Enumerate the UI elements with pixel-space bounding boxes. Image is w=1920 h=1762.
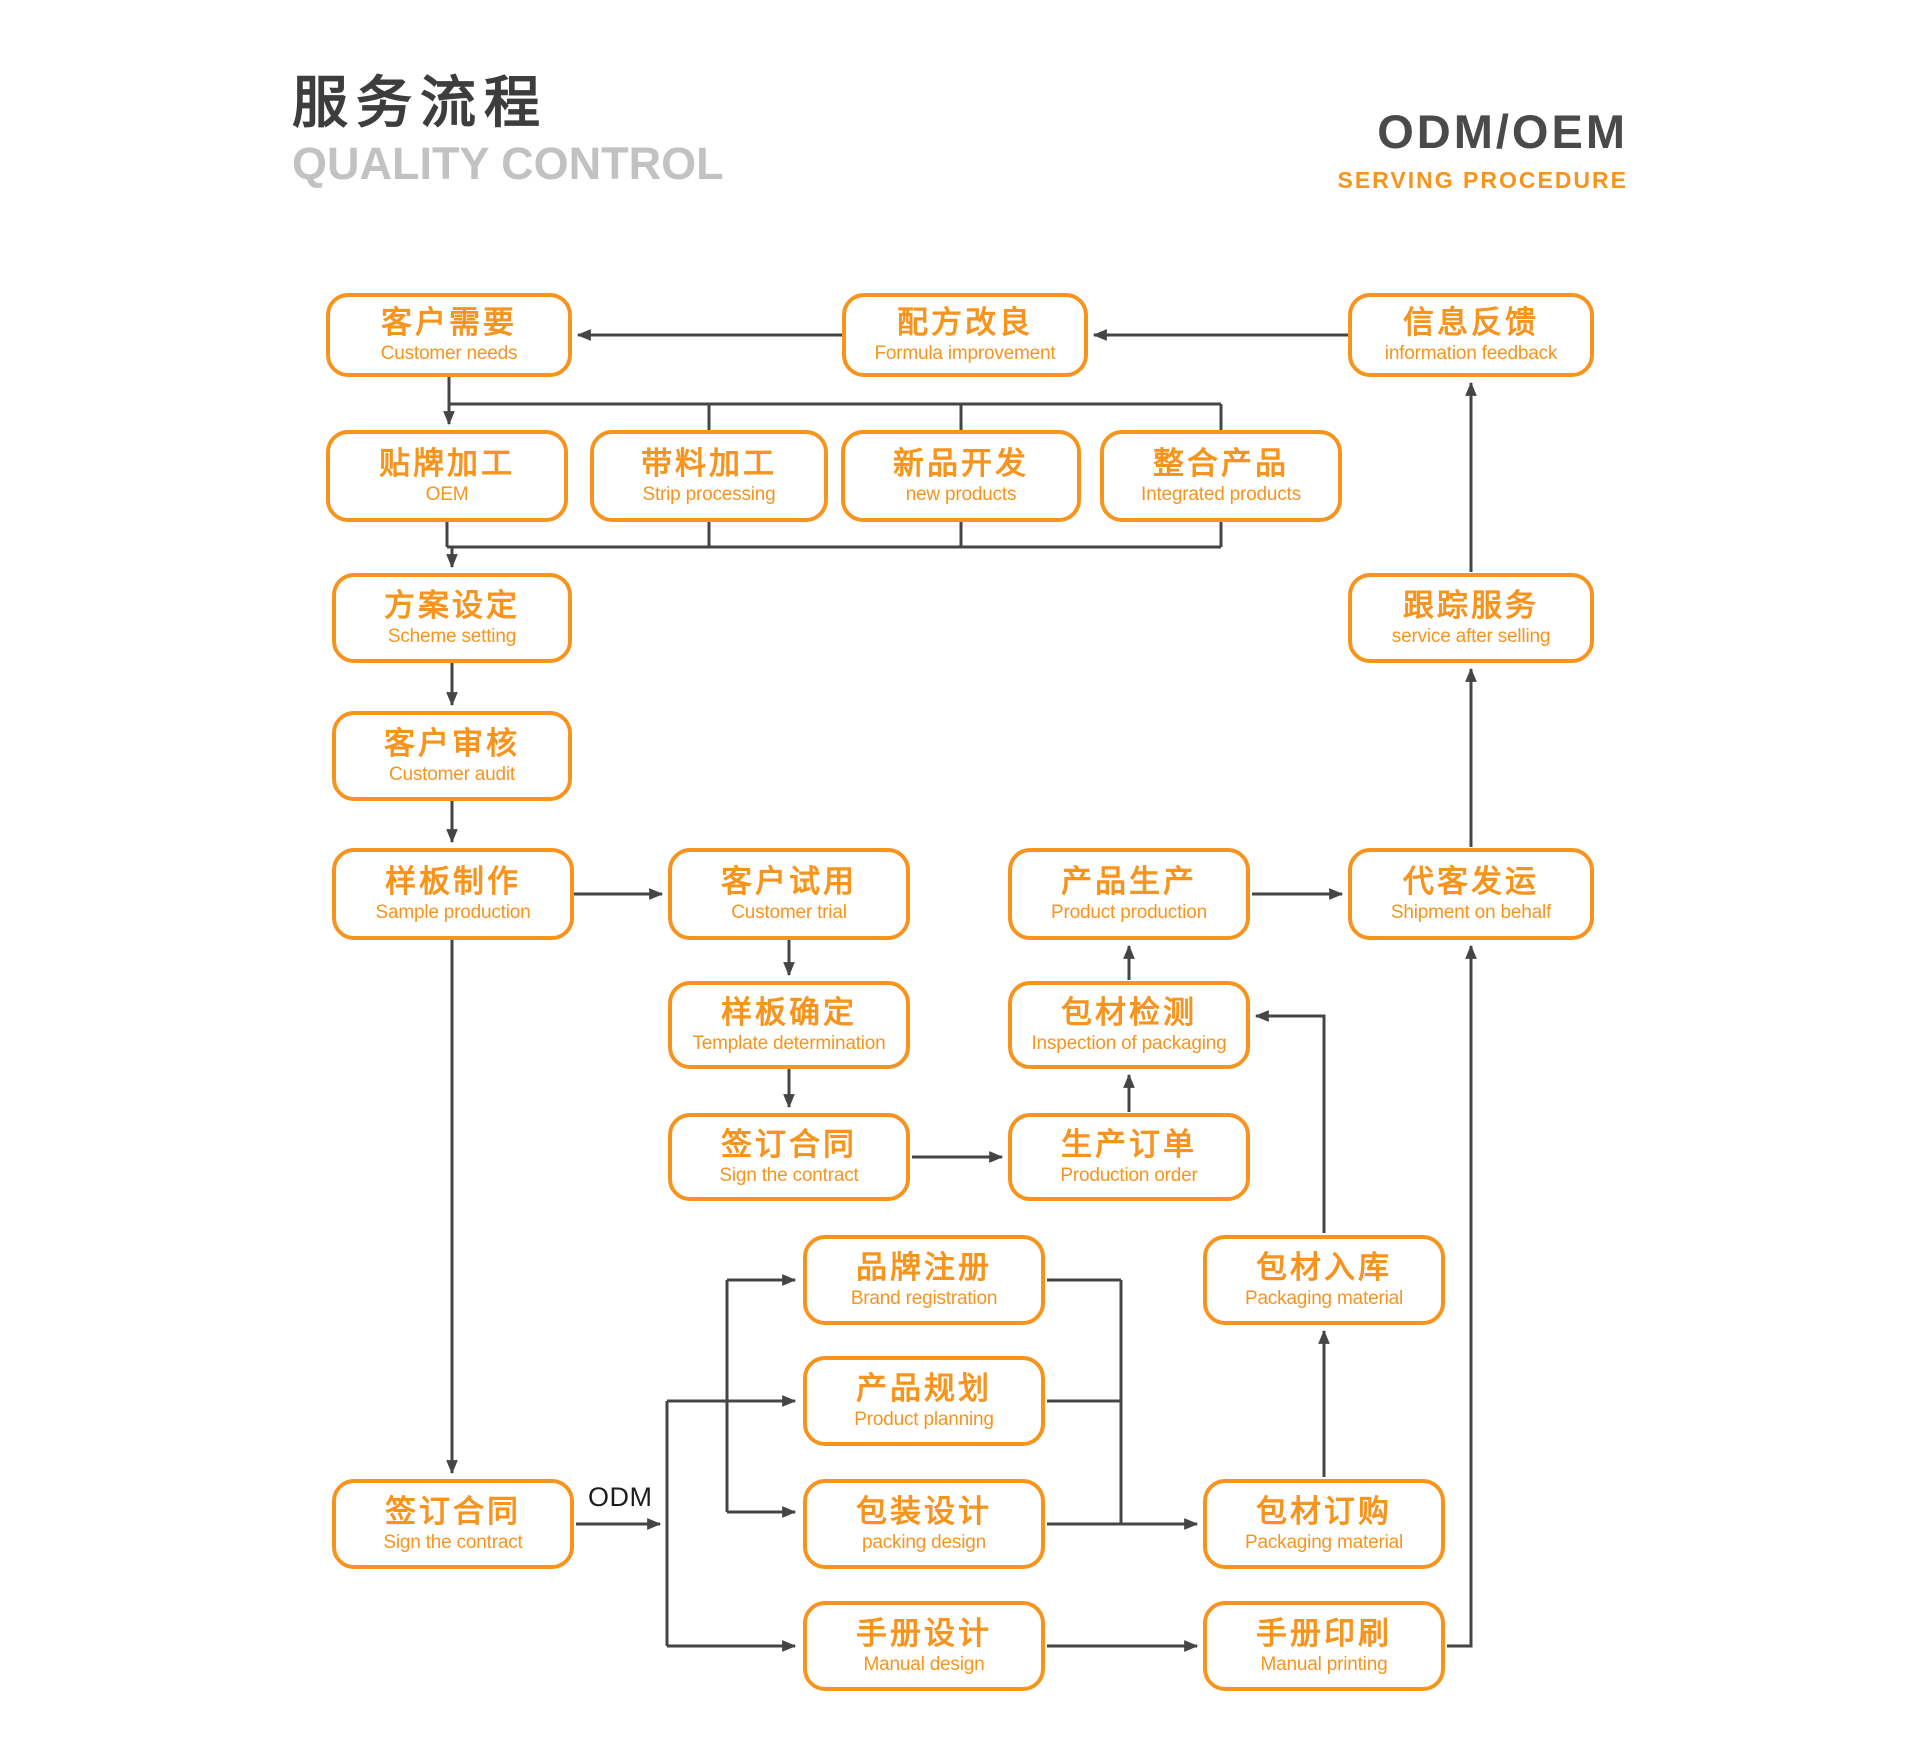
node-label-en: Product production (1051, 901, 1207, 923)
node-label-en: Sign the contract (383, 1531, 523, 1553)
node-label-zh: 方案设定 (384, 588, 520, 623)
node-label-en: Production order (1060, 1164, 1198, 1186)
connector-line-39 (1447, 944, 1477, 1648)
node-label-zh: 新品开发 (893, 446, 1029, 481)
node-label-zh: 包装设计 (856, 1494, 992, 1529)
node-label-zh: 客户审核 (384, 726, 520, 761)
node-label-en: Customer trial (731, 901, 847, 923)
node-label-zh: 信息反馈 (1403, 305, 1539, 340)
node-label-zh: 品牌注册 (856, 1250, 992, 1285)
node-label-zh: 客户试用 (721, 864, 857, 899)
page-subtitle: QUALITY CONTROL (292, 138, 724, 189)
badge-title: ODM/OEM (1377, 105, 1628, 158)
edge-label-odm: ODM (588, 1482, 653, 1512)
connector-line-37 (1254, 1010, 1326, 1233)
node-label-en: Inspection of packaging (1031, 1032, 1227, 1054)
node-label-zh: 样板制作 (385, 864, 521, 899)
node-label-en: Integrated products (1141, 483, 1301, 505)
node-label-zh: 客户需要 (381, 305, 517, 340)
node-label-zh: 签订合同 (721, 1127, 857, 1162)
node-label-zh: 带料加工 (641, 446, 777, 481)
node-label-zh: 产品规划 (856, 1371, 992, 1406)
node-label-zh: 包材检测 (1061, 995, 1197, 1030)
node-label-zh: 代客发运 (1403, 864, 1539, 899)
node-label-zh: 包材入库 (1256, 1250, 1392, 1285)
node-label-zh: 配方改良 (897, 305, 1033, 340)
node-label-en: Manual design (863, 1653, 985, 1675)
odm-oem-badge: ODM/OEM SERVING PROCEDURE (1338, 104, 1628, 194)
node-label-en: Scheme setting (387, 625, 517, 647)
node-label-en: Strip processing (642, 483, 776, 505)
node-label-en: Template determination (692, 1032, 886, 1054)
node-label-zh: 签订合同 (385, 1494, 521, 1529)
node-label-en: OEM (425, 483, 469, 505)
node-label-en: Shipment on behalf (1390, 901, 1552, 923)
node-label-zh: 手册印刷 (1256, 1616, 1392, 1651)
node-label-en: Customer needs (380, 342, 518, 364)
page-title: 服务流程 (292, 71, 548, 134)
node-label-zh: 包材订购 (1256, 1494, 1392, 1529)
node-label-en: information feedback (1384, 342, 1558, 364)
node-label-en: Manual printing (1260, 1653, 1388, 1675)
badge-subtitle: SERVING PROCEDURE (1337, 167, 1628, 193)
node-label-zh: 样板确定 (721, 995, 857, 1030)
node-label-en: Packaging material (1245, 1531, 1403, 1553)
node-label-en: packing design (862, 1531, 986, 1553)
node-label-en: service after selling (1391, 625, 1551, 647)
node-label-zh: 手册设计 (856, 1616, 992, 1651)
node-label-en: Brand registration (850, 1287, 998, 1309)
node-label-en: Packaging material (1245, 1287, 1403, 1309)
node-label-zh: 跟踪服务 (1403, 588, 1539, 623)
node-label-en: Sign the contract (719, 1164, 859, 1186)
node-label-zh: 生产订单 (1061, 1127, 1197, 1162)
node-label-zh: 贴牌加工 (379, 446, 515, 481)
node-label-en: Product planning (854, 1408, 994, 1430)
node-label-en: new products (905, 483, 1017, 505)
node-label-zh: 整合产品 (1153, 446, 1289, 481)
connector-line-2 (447, 377, 1221, 406)
node-label-zh: 产品生产 (1061, 864, 1197, 899)
node-label-en: Formula improvement (874, 342, 1056, 364)
node-label-en: Customer audit (388, 763, 516, 785)
node-label-en: Sample production (375, 901, 531, 923)
